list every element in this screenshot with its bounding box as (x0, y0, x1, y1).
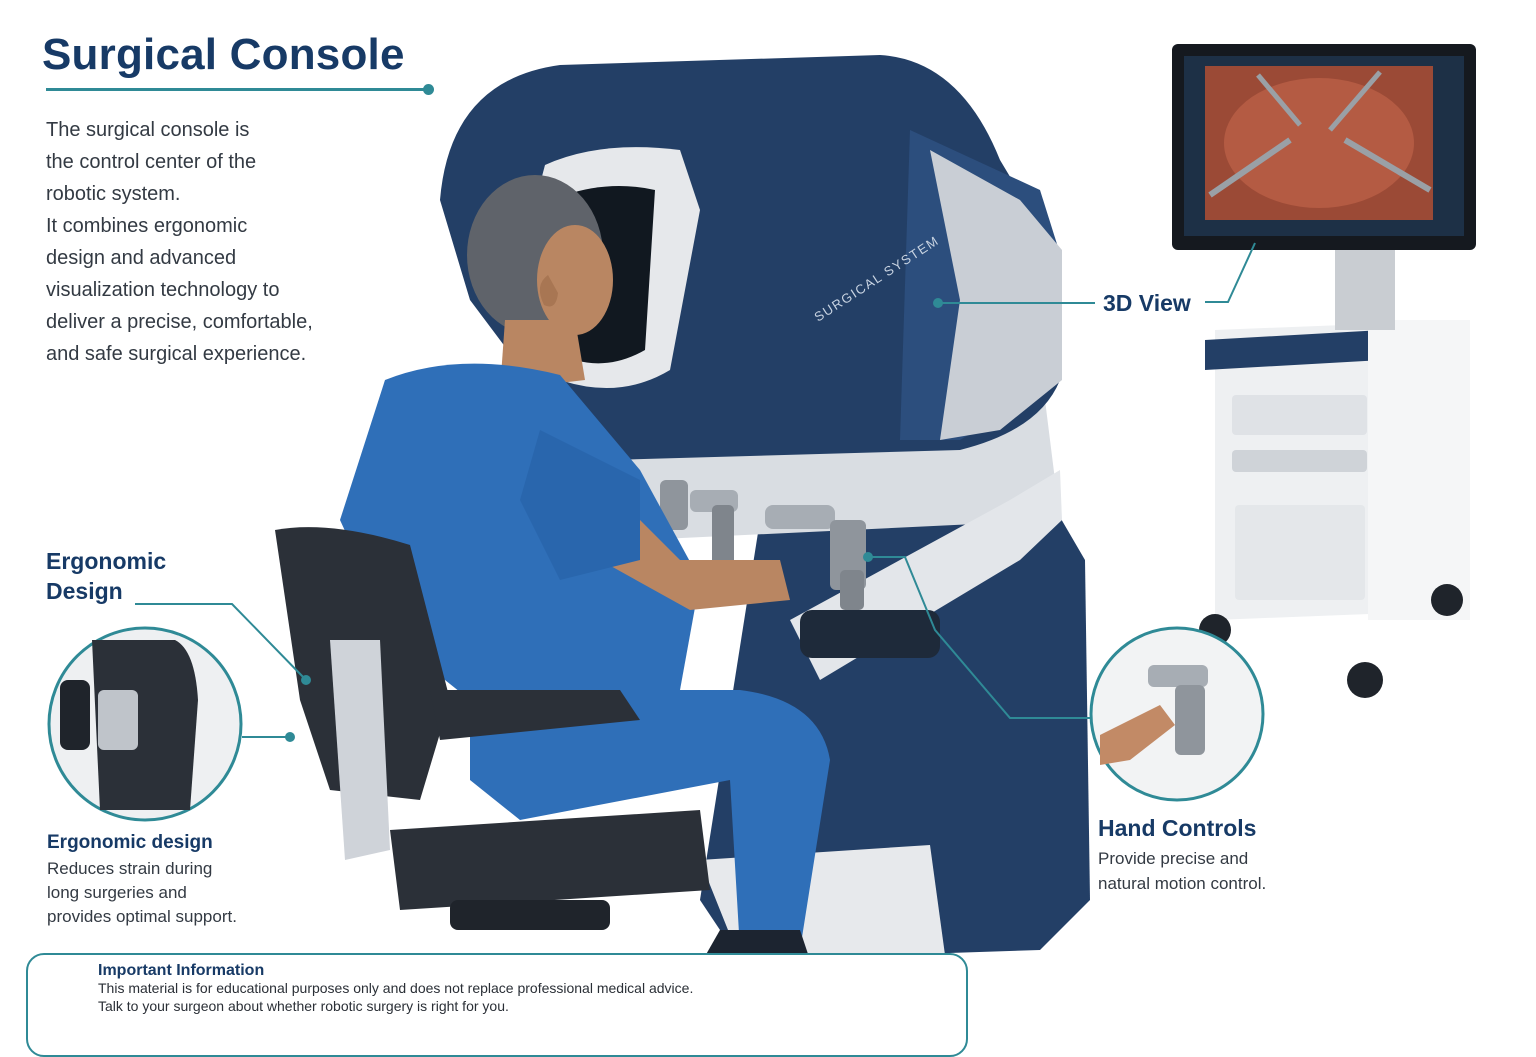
chair-base (450, 900, 610, 930)
callout-dot-hand (863, 552, 873, 562)
cart-drawer-3 (1235, 505, 1365, 600)
cart-drawer-2 (1232, 450, 1367, 472)
armrest-pad (800, 610, 940, 658)
intro-paragraph: The surgical console is the control cent… (46, 114, 346, 370)
callout-line-3d-view-monitor (1205, 242, 1256, 303)
intro-line: the control center of the (46, 151, 257, 173)
title-underline-dot (423, 84, 434, 95)
ergonomic-desc-line: Reduces strain during (47, 859, 213, 878)
surgeon-ear (539, 275, 558, 307)
chair-frame (330, 640, 390, 860)
callout-dot-console (933, 298, 943, 308)
intro-line: and safe surgical experience. (46, 343, 307, 365)
ergonomic-description: Reduces strain during long surgeries and… (47, 857, 267, 929)
monitor-instrument-3 (1328, 70, 1382, 132)
zoom-chair-pad (60, 680, 90, 750)
hand-controls-description: Provide precise and natural motion contr… (1098, 846, 1318, 896)
hand-controller-left (660, 480, 738, 565)
zoom-hand (1100, 705, 1175, 765)
3d-view-label: 3D View (1103, 290, 1191, 316)
callout-lines (135, 242, 1256, 738)
ergonomic-heading-line: Design (46, 578, 123, 604)
ergonomic-heading-line: Ergonomic (46, 548, 167, 574)
important-info-line: This material is for educational purpose… (98, 980, 694, 996)
monitor-stand (1335, 240, 1395, 330)
callout-dot-ergonomic-zoom (285, 732, 295, 742)
ergonomic-desc-line: long surgeries and (47, 883, 187, 902)
zoom-chair-lever (98, 690, 138, 750)
important-info-title: Important Information (98, 962, 265, 979)
monitor-instrument-4 (1256, 73, 1302, 127)
intro-line: robotic system. (46, 183, 181, 205)
monitor-tissue (1224, 78, 1414, 208)
console-grey-band (930, 150, 1062, 440)
hand-controller-right (765, 505, 866, 610)
hand-controls-desc-line: natural motion control. (1098, 874, 1267, 893)
intro-line: It combines ergonomic (46, 215, 248, 237)
chair-armrest (430, 690, 640, 740)
cart-side (1368, 320, 1470, 620)
cart-wheel-2 (1347, 662, 1383, 698)
ergonomic-design-heading: Ergonomic Design (46, 546, 216, 606)
cart-wheel-3 (1431, 584, 1463, 616)
callout-dot-chair (301, 675, 311, 685)
cart-drawer-1 (1232, 395, 1367, 435)
ergonomic-subheading: Ergonomic design (47, 832, 213, 853)
surgeon-sleeve (520, 430, 640, 580)
intro-line: The surgical console is (46, 119, 250, 141)
ergonomic-desc-line: provides optimal support. (47, 907, 237, 926)
title-underline (46, 88, 426, 91)
chair-seat (390, 810, 710, 910)
surgeon-arm-right (600, 480, 790, 610)
zoom-controller-top (1148, 665, 1208, 687)
important-info-line: Talk to your surgeon about whether robot… (98, 998, 509, 1014)
intro-line: design and advanced (46, 247, 237, 269)
hand-controls-heading: Hand Controls (1098, 815, 1257, 841)
monitor-instrument-1 (1208, 137, 1292, 198)
page-title: Surgical Console (42, 30, 405, 79)
callout-line-ergonomic (135, 603, 307, 681)
monitor-instrument-2 (1343, 137, 1432, 193)
intro-line: visualization technology to (46, 279, 280, 301)
surgeon-legs (470, 690, 830, 950)
intro-line: deliver a precise, comfortable, (46, 311, 313, 333)
surgical-console-illustration: SURGICAL SYSTEM (44, 44, 1476, 1008)
hand-controls-desc-line: Provide precise and (1098, 849, 1249, 868)
callout-line-hand-controls (868, 556, 1098, 719)
zoom-chair-back (92, 640, 198, 810)
zoom-controller-grip (1175, 685, 1205, 755)
surgeon-torso (340, 363, 700, 700)
surgeon-face (537, 225, 613, 335)
